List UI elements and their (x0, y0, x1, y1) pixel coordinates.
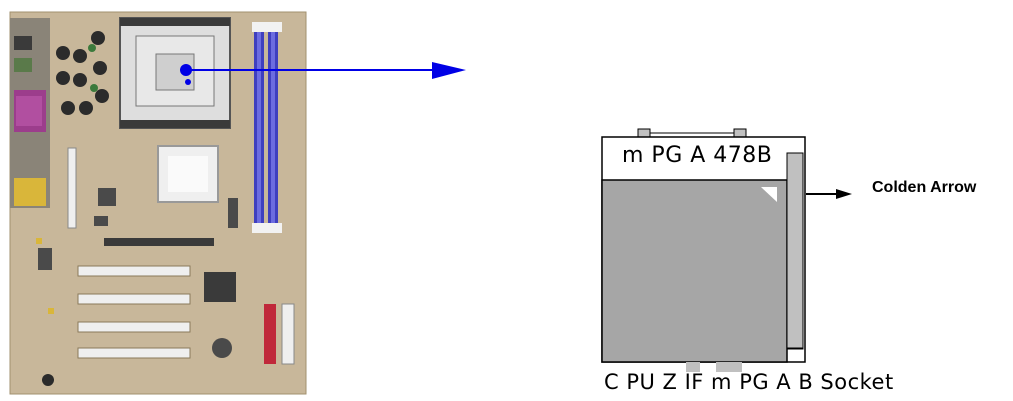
pci-slot (77, 321, 191, 333)
golden-arrow-label: Colden Arrow (872, 179, 977, 196)
socket-top-tab (733, 128, 747, 138)
cpu-chip-body (601, 179, 788, 363)
pointer-arrow (180, 62, 466, 79)
pci-slot (77, 293, 191, 305)
socket-model-label: m PG A 478B (622, 143, 773, 168)
golden-arrow-pointer-head (836, 189, 852, 199)
motherboard-image (9, 11, 307, 395)
pci-slot (77, 347, 191, 359)
socket-lever (786, 152, 804, 350)
pointer-arrowhead (432, 62, 466, 79)
socket-top-tab (637, 128, 651, 138)
socket-bottom-tab (686, 362, 700, 372)
socket-bottom-tab (716, 362, 742, 372)
pci-slot (77, 265, 191, 277)
socket-caption: C PU Z IF m PG A B Socket (604, 370, 894, 394)
golden-arrow-mark (761, 187, 777, 202)
